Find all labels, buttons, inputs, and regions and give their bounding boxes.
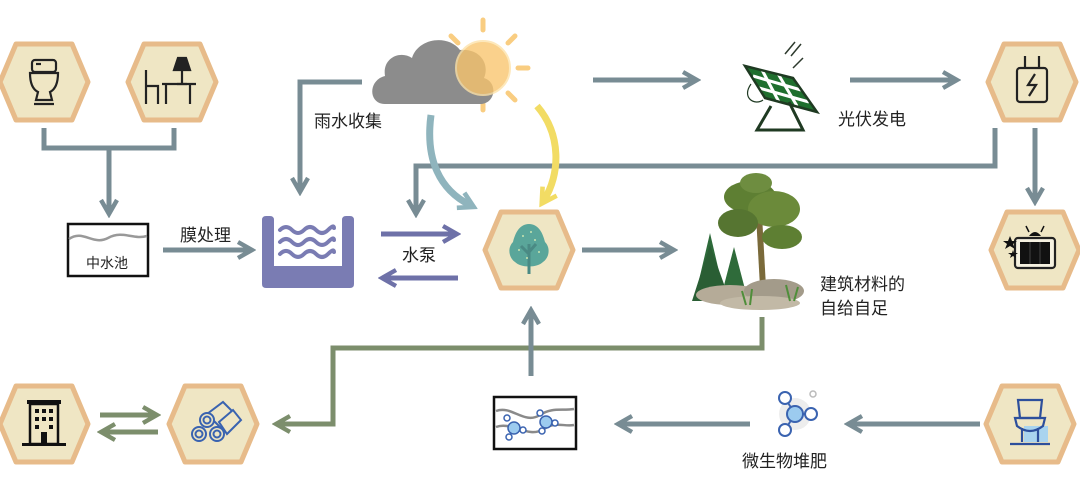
arrow-sources-to-greywater <box>41 128 177 212</box>
pump-label: 水泵 <box>402 246 436 266</box>
forest-label-line2: 自给自足 <box>820 299 888 319</box>
soil-microbe-icon <box>492 395 578 451</box>
tree-icon <box>509 224 549 274</box>
arrow-power-to-plants <box>416 128 998 212</box>
forest-icon <box>692 173 804 310</box>
solar-panel-icon <box>742 41 821 132</box>
desk-lamp-icon <box>144 56 196 104</box>
compost-toilet-node <box>986 386 1074 462</box>
building-icon <box>22 400 66 446</box>
timber-logs-icon <box>191 400 243 442</box>
tree-node <box>485 212 573 288</box>
timber-node <box>169 386 257 462</box>
water-tank-icon <box>262 216 354 288</box>
arrow-rain-to-tree <box>426 114 470 205</box>
tv-node <box>991 212 1079 288</box>
forest-label-line1: 建筑材料的 <box>820 275 905 295</box>
furniture-node <box>128 44 216 120</box>
microbe-icon <box>778 390 818 437</box>
toilet-icon <box>28 58 60 106</box>
solar-power-label: 光伏发电 <box>838 110 906 130</box>
toilet-node <box>0 44 88 120</box>
connectors <box>41 79 1035 432</box>
compost-label: 微生物堆肥 <box>742 452 827 472</box>
arrow-sun-to-tree <box>534 103 560 200</box>
power-plug-icon <box>1015 56 1049 104</box>
arrow-forest-to-timber <box>278 317 765 424</box>
compost-toilet-icon <box>1010 398 1050 446</box>
building-node <box>0 386 88 462</box>
arrow-rain-collection <box>300 79 362 190</box>
tv-icon <box>1003 225 1057 270</box>
membrane-treatment-label: 膜处理 <box>180 226 231 246</box>
rain-collection-label: 雨水收集 <box>314 112 382 132</box>
greywater-pool-icon <box>66 222 150 278</box>
greywater-pool-label: 中水池 <box>86 256 128 272</box>
greywater-pool <box>66 222 150 278</box>
sun-icon <box>455 40 511 96</box>
power-node <box>988 44 1076 120</box>
cloud-sun-icon <box>372 17 531 113</box>
